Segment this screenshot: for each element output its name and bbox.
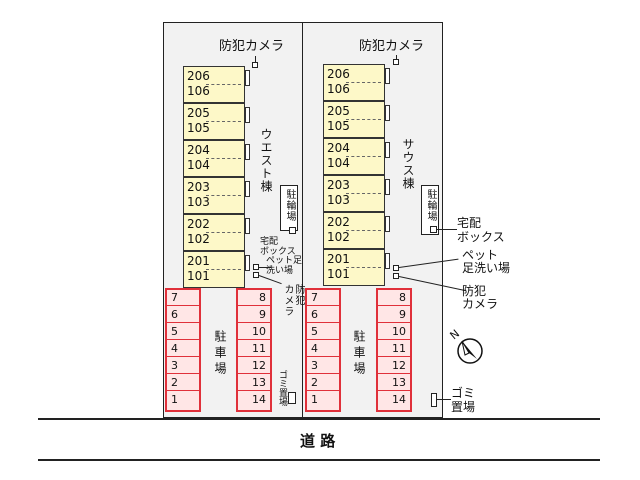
parking-spot[interactable]: 13 — [378, 375, 410, 391]
west-bike-parking: 駐輪場 — [280, 185, 298, 231]
parking-spot[interactable]: 9 — [378, 307, 410, 323]
parking-spot[interactable]: 6 — [167, 307, 199, 323]
parking-spot[interactable]: 7 — [167, 290, 199, 306]
south-parking-label: 駐車場 — [352, 330, 366, 378]
west-pet-wash-label: ペット足 洗い場 — [266, 256, 303, 276]
south-pet-wash-icon — [393, 265, 399, 271]
west-delivery-box-label: 宅配 ボックス — [260, 237, 296, 257]
parking-spot[interactable]: 11 — [378, 341, 410, 357]
south-camera-bottom-icon — [393, 273, 399, 279]
parking-spot[interactable]: 13 — [238, 375, 270, 391]
parking-spot[interactable]: 3 — [167, 358, 199, 374]
south-garbage-label: ゴミ 置場 — [451, 386, 476, 414]
west-garbage-label: ゴミ置場 — [277, 370, 287, 406]
road-bottom-line — [38, 459, 600, 461]
south-garbage-icon — [431, 393, 437, 407]
parking-spot[interactable]: 3 — [307, 358, 339, 374]
south-bike-parking: 駐輪場 — [421, 185, 439, 235]
parking-spot[interactable]: 12 — [378, 358, 410, 374]
parking-spot[interactable]: 10 — [238, 324, 270, 340]
parking-spot[interactable]: 5 — [307, 324, 339, 340]
parking-spot[interactable]: 14 — [252, 393, 266, 406]
parking-spot[interactable]: 2 — [307, 375, 339, 391]
parking-spot[interactable]: 9 — [238, 307, 270, 323]
south-camera-top-label: 防犯カメラ — [359, 39, 425, 54]
road-label: 道 路 — [300, 432, 336, 450]
west-pet-wash-icon — [253, 264, 259, 270]
south-delivery-box-label: 宅配 ボックス — [457, 216, 505, 244]
parking-spot[interactable]: 14 — [392, 393, 406, 406]
south-camera-top-icon — [393, 59, 399, 65]
south-pet-wash-label: ペット 足洗い場 — [462, 248, 511, 275]
parking-spot[interactable]: 6 — [307, 307, 339, 323]
south-building-name: サウス棟 — [401, 138, 415, 190]
west-camera-top-icon — [252, 62, 258, 68]
parking-spot[interactable]: 8 — [378, 290, 410, 306]
parking-spot[interactable]: 1 — [171, 393, 178, 406]
parking-spot[interactable]: 5 — [167, 324, 199, 340]
south-camera-bottom-label: 防犯 カメラ — [462, 284, 499, 311]
south-delivery-box-icon — [430, 226, 437, 233]
west-camera-bottom-icon — [253, 272, 259, 278]
south-parking-left: 7 6 5 4 3 2 1 — [305, 288, 341, 412]
parking-spot[interactable]: 12 — [238, 358, 270, 374]
west-camera-bottom-label: 防犯 カメラ — [282, 284, 304, 317]
parking-spot[interactable]: 11 — [238, 341, 270, 357]
west-delivery-box-icon — [289, 227, 296, 234]
parking-spot[interactable]: 7 — [307, 290, 339, 306]
parking-spot[interactable]: 1 — [311, 393, 318, 406]
west-camera-top-label: 防犯カメラ — [219, 39, 285, 54]
west-parking-label: 駐車場 — [213, 330, 227, 378]
parking-spot[interactable]: 10 — [378, 324, 410, 340]
west-building-name: ウエスト棟 — [259, 128, 273, 193]
road-top-line — [38, 418, 600, 420]
parking-spot[interactable]: 4 — [167, 341, 199, 357]
parking-spot[interactable]: 2 — [167, 375, 199, 391]
compass-icon: N — [446, 326, 486, 366]
west-parking-left: 7 6 5 4 3 2 1 — [165, 288, 201, 412]
west-parking-right: 8 9 10 11 12 13 14 — [236, 288, 272, 412]
parking-spot[interactable]: 4 — [307, 341, 339, 357]
west-garbage-icon — [288, 392, 296, 404]
parking-spot[interactable]: 8 — [238, 290, 270, 306]
south-parking-right: 8 9 10 11 12 13 14 — [376, 288, 412, 412]
